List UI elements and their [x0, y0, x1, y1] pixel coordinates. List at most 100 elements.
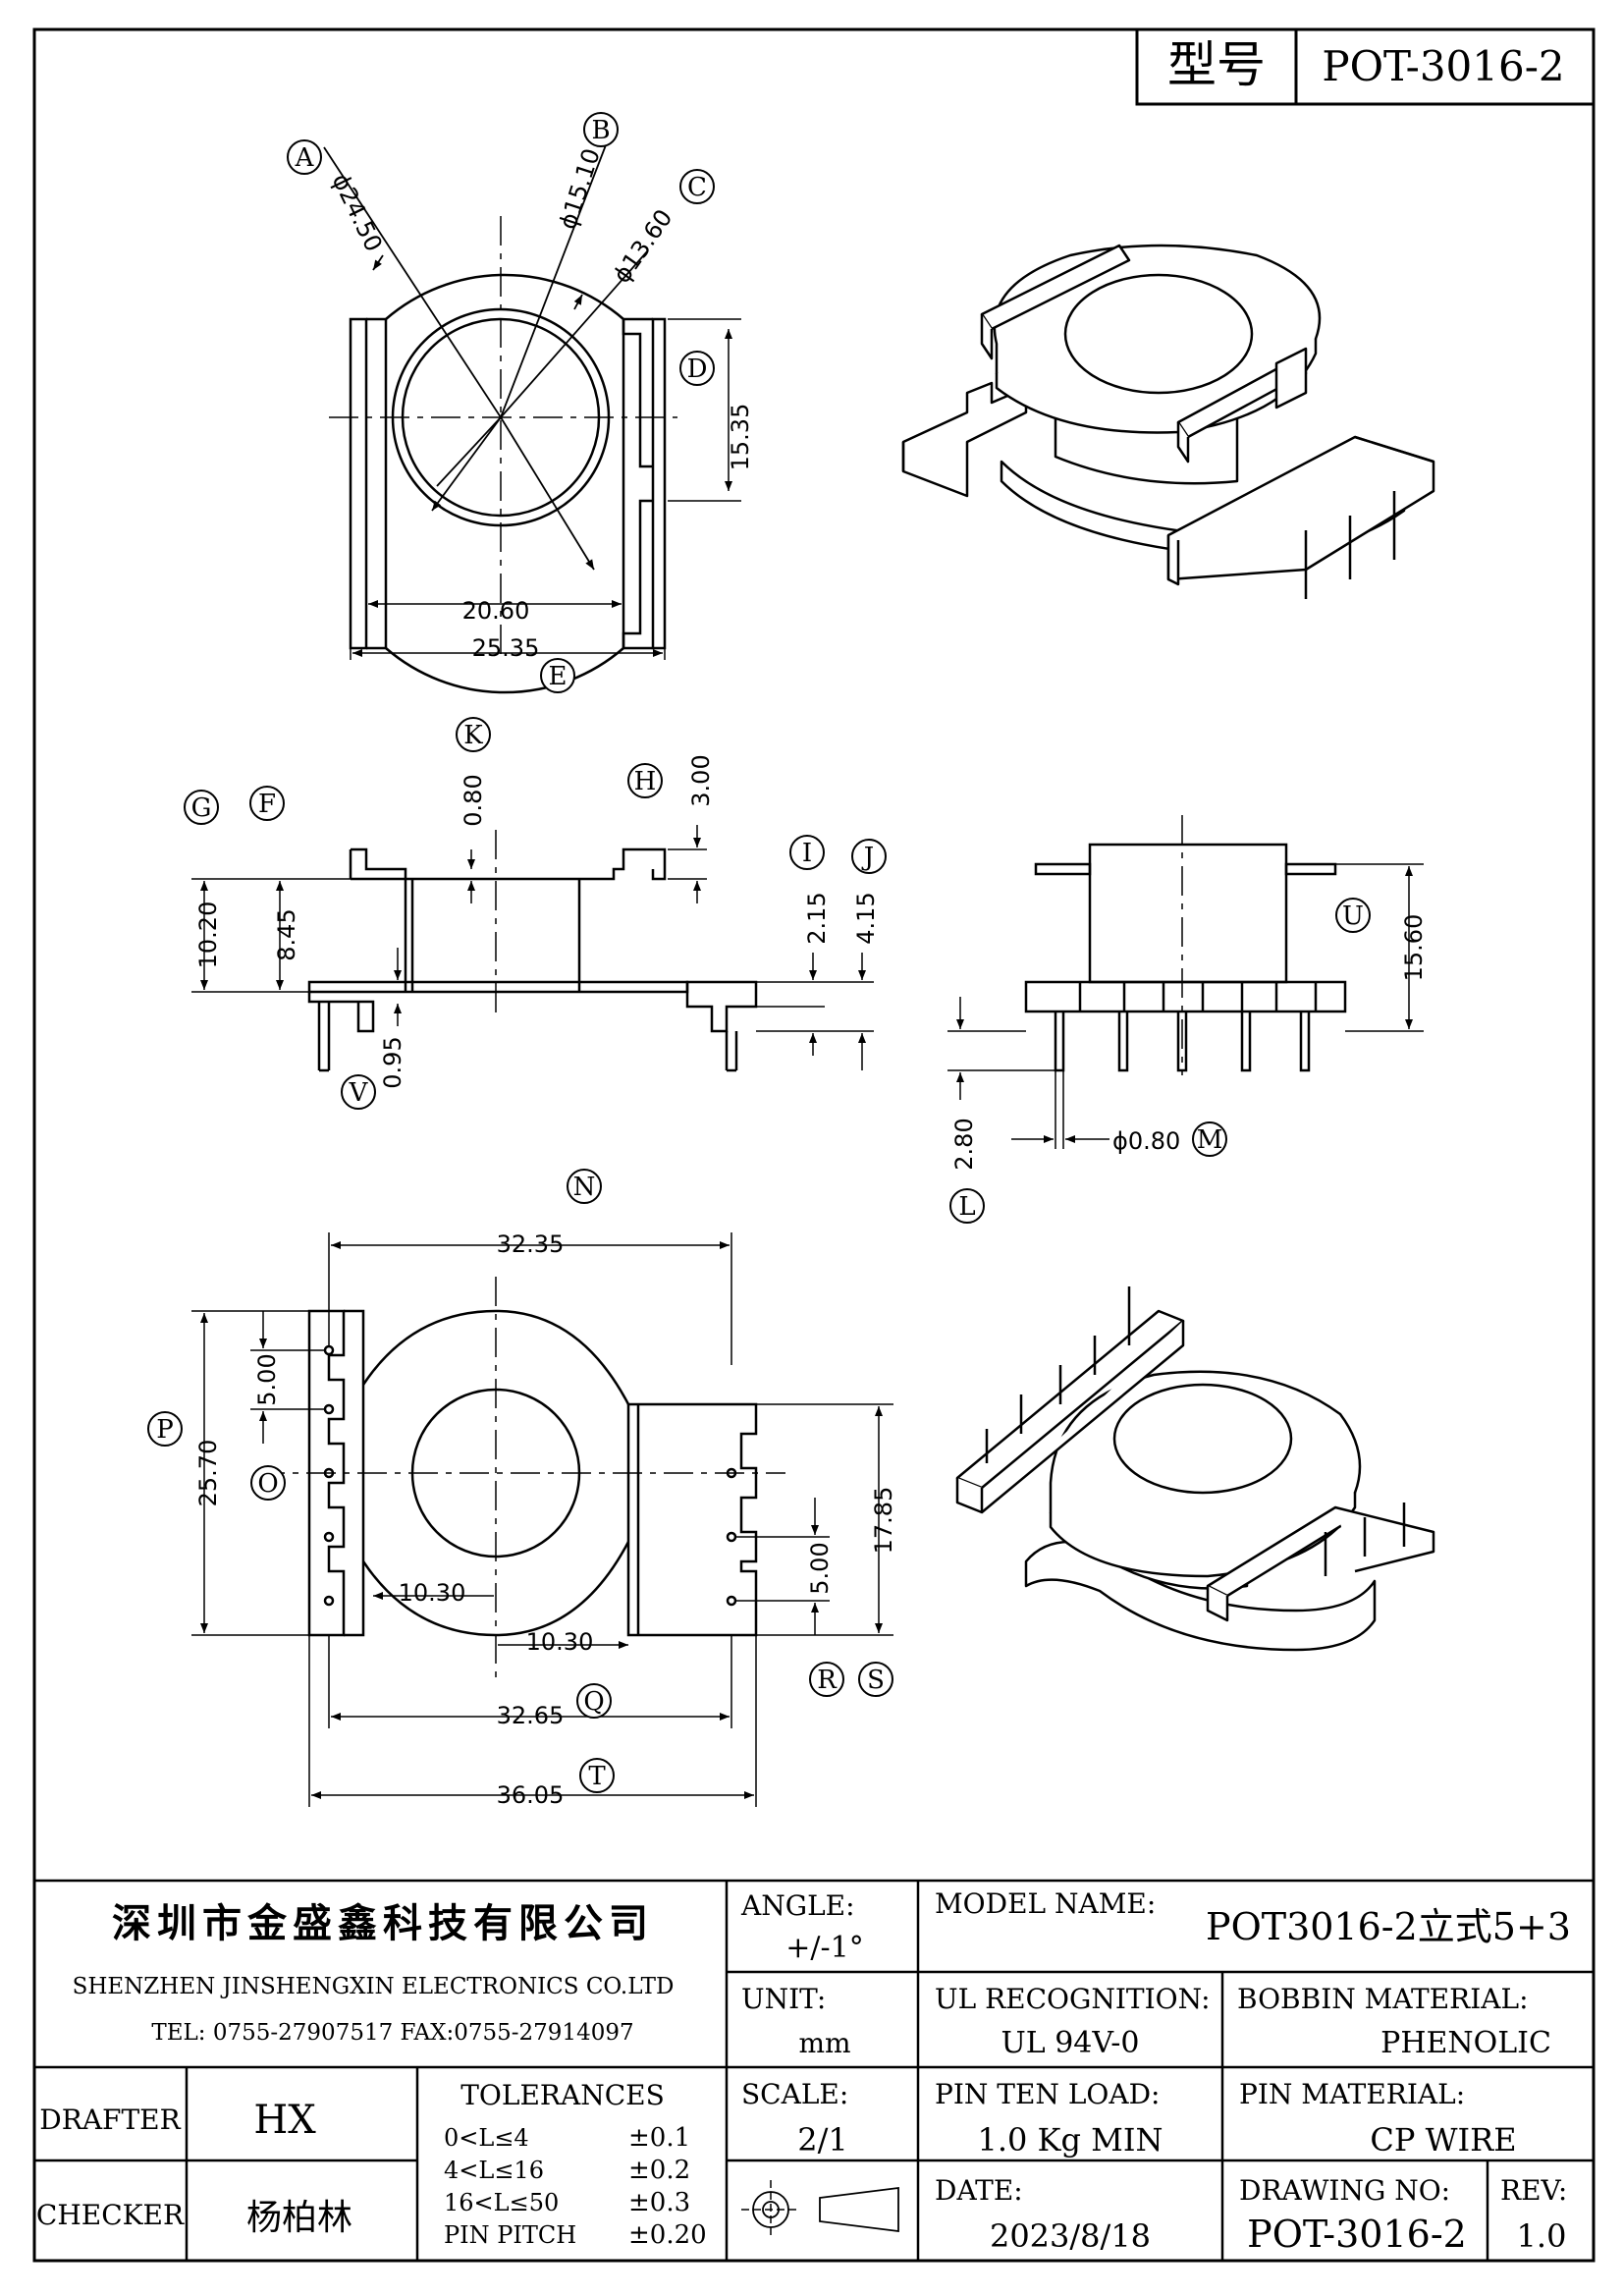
pin-load-label: PIN TEN LOAD:	[935, 2078, 1160, 2110]
dim-p: 25.70	[194, 1440, 222, 1507]
side-view-dims: 10.20 8.45 0.80 3.00 2.15 4.15 0.95	[194, 754, 880, 1088]
dim-n: 32.35	[497, 1230, 565, 1258]
drafter-label: DRAFTER	[39, 2104, 181, 2136]
dim-o: 5.00	[253, 1353, 281, 1405]
tol-value-3: ±0.20	[628, 2220, 707, 2250]
callout-n: N	[567, 1169, 602, 1204]
callout-o: O	[250, 1465, 286, 1501]
callout-r: R	[809, 1662, 844, 1697]
unit-label: UNIT:	[741, 1983, 826, 2015]
date-value: 2023/8/18	[990, 2217, 1151, 2255]
bottom-view-dims: 32.35 25.70 5.00 10.30 10.30 32.65 36.05…	[194, 1230, 897, 1809]
angle-value: +/-1°	[785, 1931, 863, 1965]
callout-b: B	[583, 112, 619, 147]
bobbin-label: BOBBIN MATERIAL:	[1237, 1983, 1529, 2015]
callout-s: S	[858, 1662, 893, 1697]
tol-range-3: PIN PITCH	[444, 2221, 576, 2249]
callout-d: D	[679, 351, 715, 386]
drafter-value: HX	[253, 2098, 316, 2143]
callout-v-label: V	[349, 1078, 369, 1108]
callout-t-label: T	[588, 1762, 606, 1791]
callout-d-label: D	[687, 355, 708, 384]
ul-label: UL RECOGNITION:	[935, 1983, 1211, 2015]
callout-g: G	[184, 790, 219, 825]
callout-e: E	[540, 658, 575, 693]
dim-j: 4.15	[852, 892, 880, 944]
top-view	[323, 137, 741, 694]
front-view	[947, 815, 1424, 1149]
bottom-view	[191, 1232, 893, 1807]
dim-q: 32.65	[497, 1702, 565, 1729]
angle-label: ANGLE:	[740, 1889, 855, 1922]
callout-s-label: S	[867, 1666, 885, 1695]
type-value: POT-3016-2	[1322, 42, 1564, 90]
dim-d: 15.35	[727, 404, 754, 471]
drawing-no-value: POT-3016-2	[1247, 2213, 1467, 2256]
callout-c: C	[679, 169, 715, 204]
callout-q: Q	[576, 1683, 612, 1719]
callout-p-label: P	[156, 1415, 174, 1445]
pin-material-label: PIN MATERIAL:	[1239, 2078, 1465, 2110]
company-name-cn: 深圳市金盛鑫科技有限公司	[112, 1901, 654, 1946]
dim-i: 2.15	[803, 892, 831, 944]
checker-value: 杨柏林	[246, 2198, 352, 2238]
dim-a: ϕ24.50	[327, 169, 388, 255]
scale-label: SCALE:	[741, 2078, 848, 2110]
callout-i-label: I	[802, 839, 812, 868]
iso-view-bottom	[955, 1286, 1435, 1652]
tol-range-0: 0<L≤4	[444, 2124, 529, 2152]
dim-r2: 10.30	[526, 1628, 594, 1656]
bobbin-value: PHENOLIC	[1380, 2026, 1551, 2060]
drawing-border	[32, 27, 1596, 2263]
callout-t: T	[579, 1758, 615, 1793]
callout-l: L	[949, 1188, 985, 1224]
rev-label: REV:	[1500, 2174, 1567, 2207]
dim-s1: 17.85	[870, 1487, 897, 1555]
tol-value-0: ±0.1	[628, 2123, 690, 2153]
callout-p: P	[147, 1411, 183, 1447]
callout-a-label: A	[295, 143, 315, 173]
iso-view-top	[901, 244, 1435, 599]
pin-material-value: CP WIRE	[1370, 2121, 1516, 2159]
callout-e-label: E	[549, 662, 568, 691]
callout-h: H	[627, 763, 663, 798]
tol-range-2: 16<L≤50	[444, 2189, 559, 2216]
company-name-en: SHENZHEN JINSHENGXIN ELECTRONICS CO.LTD	[73, 1974, 675, 1999]
callout-k-label: K	[463, 721, 483, 750]
callout-m-label: M	[1197, 1125, 1223, 1155]
title-block	[34, 1879, 1594, 2261]
checker-label: CHECKER	[36, 2199, 185, 2231]
dim-v: 0.95	[379, 1036, 406, 1088]
dim-w2: 25.35	[472, 634, 540, 662]
callout-f: F	[249, 786, 285, 821]
callout-u: U	[1335, 898, 1371, 933]
type-label: 型号	[1167, 36, 1266, 93]
tol-range-1: 4<L≤16	[444, 2157, 544, 2184]
callout-j: J	[851, 839, 887, 874]
callout-i: I	[789, 835, 825, 870]
drawing-no-label: DRAWING NO:	[1239, 2174, 1450, 2207]
unit-value: mm	[798, 2027, 850, 2059]
date-label: DATE:	[935, 2174, 1023, 2207]
dim-b: ϕ15.10	[554, 145, 606, 233]
dim-f: 8.45	[273, 908, 300, 960]
type-header: 型号 POT-3016-2	[1135, 27, 1596, 106]
callout-r-label: R	[817, 1666, 838, 1695]
dim-l: 2.80	[950, 1118, 978, 1170]
rev-value: 1.0	[1517, 2217, 1567, 2255]
dim-r1: 10.30	[399, 1579, 466, 1607]
callout-m: M	[1192, 1121, 1227, 1157]
callout-l-label: L	[958, 1192, 975, 1222]
dim-h: 3.00	[687, 754, 715, 806]
callout-q-label: Q	[583, 1687, 604, 1717]
callout-g-label: G	[191, 793, 212, 823]
company-contact: TEL: 0755-27907517 FAX:0755-27914097	[151, 2020, 633, 2046]
dim-m: ϕ0.80	[1112, 1127, 1180, 1155]
tolerances-label: TOLERANCES	[460, 2079, 665, 2111]
title-block-text: 深圳市金盛鑫科技有限公司 SHENZHEN JINSHENGXIN ELECTR…	[36, 1887, 1571, 2256]
callout-k: K	[456, 717, 491, 752]
scale-value: 2/1	[797, 2121, 848, 2159]
callout-v: V	[341, 1074, 376, 1110]
